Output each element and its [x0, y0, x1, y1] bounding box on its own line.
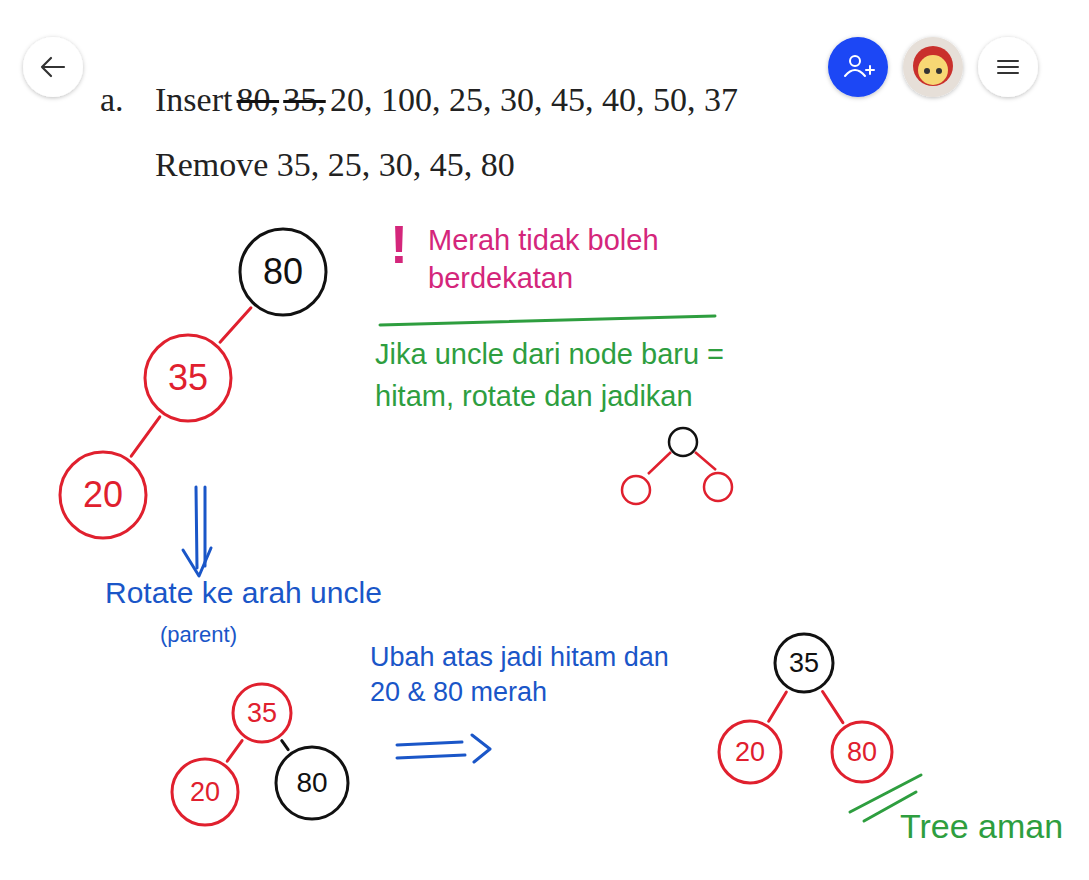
node-value: 20	[83, 477, 123, 513]
implies-arrow	[397, 735, 490, 762]
tree-node: 20	[717, 719, 783, 785]
instruction-text: Remove 35, 25, 30, 45, 80	[155, 145, 515, 186]
avatar	[903, 37, 963, 97]
warning-mark: !	[390, 212, 408, 277]
tree-node: 80	[830, 720, 894, 784]
step-note: Ubah atas jadi hitam dan 20 & 80 merah	[370, 640, 670, 710]
tree-node: 20	[58, 450, 148, 540]
tree-edge	[227, 741, 242, 762]
crossed-value: 80,	[237, 80, 280, 121]
node-value: 20	[735, 739, 765, 766]
step-note: Rotate ke arah uncle	[105, 575, 382, 611]
tree-node: 35	[143, 333, 233, 423]
node-value: 20	[190, 779, 220, 806]
node-value: 80	[263, 254, 303, 290]
node-value: 80	[296, 769, 327, 797]
add-user-button	[828, 37, 888, 97]
down-arrow	[183, 487, 211, 576]
underline	[380, 316, 715, 325]
example-tree	[622, 428, 732, 504]
menu-button	[978, 37, 1038, 97]
tree-node: 80	[274, 745, 350, 821]
tree-node: 35	[231, 682, 293, 744]
instruction-text: Insert	[155, 80, 232, 121]
tree-edge	[131, 417, 160, 456]
step-note: (parent)	[160, 622, 237, 648]
tree-edge	[769, 692, 787, 721]
back-button	[23, 37, 83, 97]
tree-node: 35	[773, 632, 835, 694]
instruction-text: 20, 100, 25, 30, 45, 40, 50, 37	[330, 80, 738, 121]
crossed-value: 35,	[283, 80, 326, 121]
rule-note: Jika uncle dari node baru = hitam, rotat…	[375, 333, 765, 417]
tree-edge	[220, 308, 251, 343]
node-value: 35	[789, 650, 819, 677]
text-row: Insert80,35,20, 100, 25, 30, 45, 40, 50,…	[155, 80, 738, 121]
tree-edge	[282, 741, 288, 750]
item-marker: a.	[100, 80, 124, 121]
tree-node: 80	[238, 227, 328, 317]
result-note: Tree aman	[900, 806, 1063, 847]
node-value: 35	[168, 360, 208, 396]
node-value: 35	[247, 700, 277, 727]
tree-node: 20	[170, 757, 240, 827]
node-value: 80	[847, 739, 877, 766]
tree-edge	[823, 691, 843, 722]
rule-note: Merah tidak boleh berdekatan	[428, 222, 728, 297]
